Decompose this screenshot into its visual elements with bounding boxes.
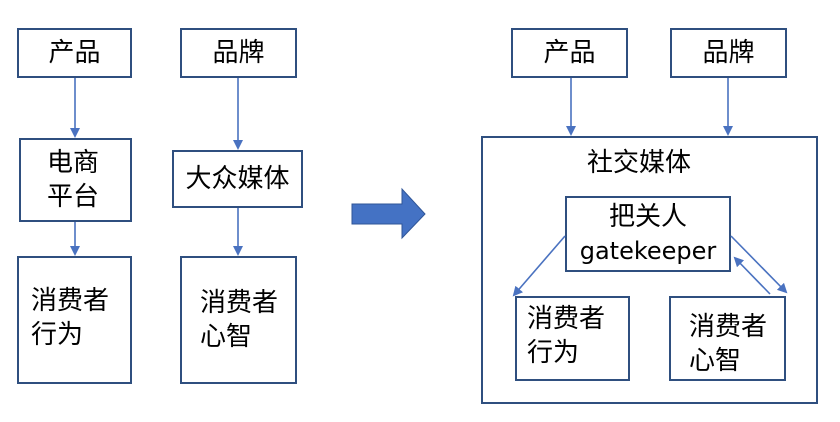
right-brand-box: 品牌 <box>670 28 787 78</box>
left-consumer-mind-line2: 心智 <box>200 322 253 352</box>
right-consumer-mind-line1: 消费者 <box>689 312 768 342</box>
big-transition-arrow <box>351 187 426 240</box>
left-ecommerce-box: 电商 平台 <box>19 138 132 222</box>
left-consumer-behavior-line1: 消费者 <box>31 286 110 316</box>
right-gatekeeper-box: 把关人 gatekeeper <box>565 196 731 272</box>
left-ecommerce-line2: 平台 <box>47 182 100 212</box>
right-consumer-mind-box: 消费者 心智 <box>669 296 786 381</box>
left-consumer-behavior-line2: 行为 <box>31 320 84 350</box>
right-gatekeeper-line1: 把关人 <box>608 202 687 232</box>
left-product-label: 产品 <box>48 38 101 68</box>
left-product-box: 产品 <box>17 28 132 78</box>
right-social-media-label: 社交媒体 <box>587 148 692 178</box>
left-brand-label: 品牌 <box>212 38 265 68</box>
left-brand-box: 品牌 <box>180 28 297 78</box>
left-mass-media-label: 大众媒体 <box>185 164 290 194</box>
left-ecommerce-line1: 电商 <box>47 148 100 178</box>
right-consumer-mind-line2: 心智 <box>689 346 742 376</box>
left-consumer-mind-line1: 消费者 <box>200 288 279 318</box>
right-gatekeeper-line2: gatekeeper <box>579 237 717 265</box>
right-consumer-behavior-line2: 行为 <box>527 338 580 368</box>
left-consumer-behavior-box: 消费者 行为 <box>17 256 132 384</box>
right-consumer-behavior-line1: 消费者 <box>527 304 606 334</box>
right-product-box: 产品 <box>511 28 628 78</box>
left-consumer-mind-box: 消费者 心智 <box>180 256 297 384</box>
right-brand-label: 品牌 <box>702 38 755 68</box>
left-mass-media-box: 大众媒体 <box>172 150 303 208</box>
right-product-label: 产品 <box>543 38 596 68</box>
right-consumer-behavior-box: 消费者 行为 <box>515 296 630 381</box>
